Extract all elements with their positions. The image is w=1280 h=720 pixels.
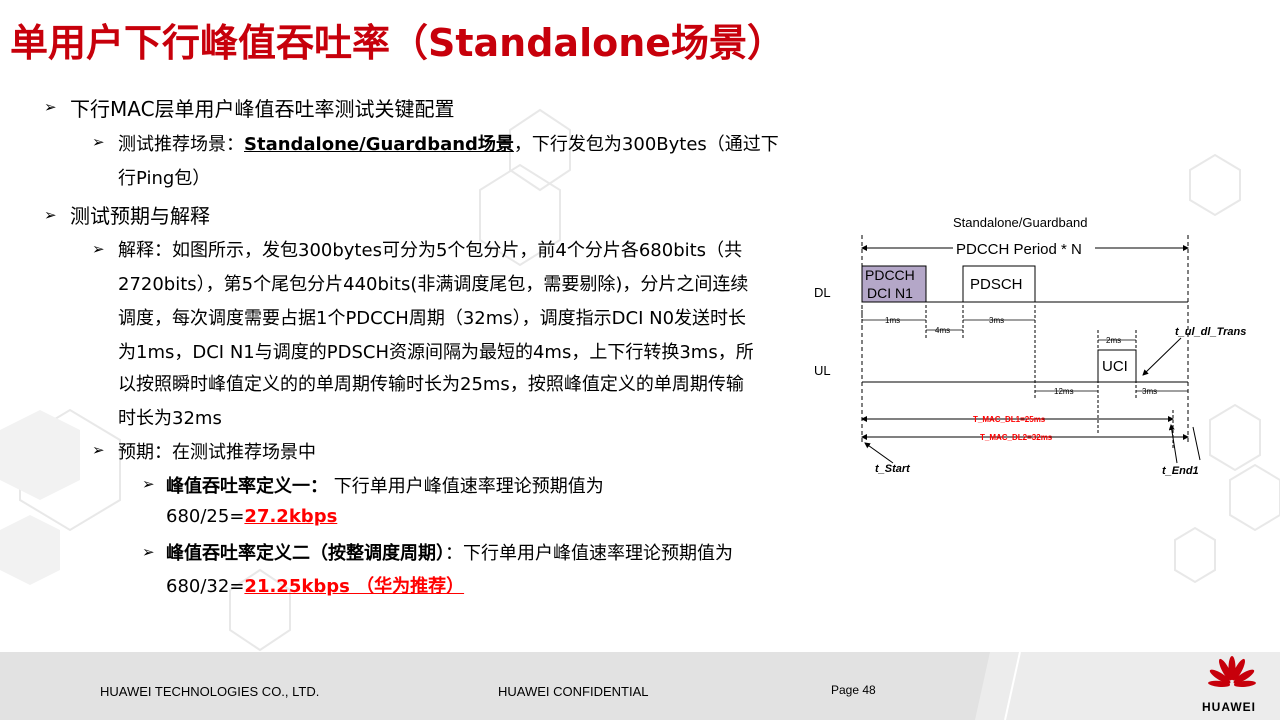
dur-12ms: 12ms [1054, 387, 1074, 396]
definition-1-result: 680/25=27.2kbps [166, 506, 337, 527]
bullet-expectation-heading: 测试预期与解释 [70, 204, 210, 228]
uci-block [1097, 349, 1137, 383]
bullet-arrow-icon: ➢ [92, 240, 105, 258]
diagram-header: Standalone/Guardband [953, 215, 1087, 230]
definition-2-result: 680/32=21.25kbps （华为推荐） [166, 572, 464, 598]
definition-2: 峰值吞吐率定义二（按整调度周期）：下行单用户峰值速率理论预期值为 [166, 539, 733, 565]
footer-page-number: Page 48 [831, 683, 876, 697]
bullet-arrow-icon: ➢ [142, 475, 155, 493]
definition-2-value: 21.25kbps （华为推荐） [244, 576, 465, 597]
explain-line-3: 调度，每次调度需要占据1个PDCCH周期（32ms），调度指示DCI N0发送时… [118, 308, 747, 329]
footer-confidential: HUAWEI CONFIDENTIAL [498, 684, 649, 699]
explain-line-4: 为1ms，DCI N1与调度的PDSCH资源间隔为最短的4ms，上下行转换3ms… [118, 342, 754, 363]
bullet-arrow-icon: ➢ [92, 441, 105, 459]
scenario-suffix: ，下行发包为300Bytes（通过下 [513, 134, 779, 155]
explain-line-1: 解释：如图所示，发包300bytes可分为5个包分片，前4个分片各680bits… [118, 240, 743, 261]
pdcch-block [861, 265, 927, 303]
bullet-arrow-icon: ➢ [142, 543, 155, 561]
timing-diagram: Standalone/Guardband PDCCH Period * N DL… [814, 215, 1246, 477]
dur-2ms: 2ms [1106, 336, 1121, 345]
definition-2-label: 峰值吞吐率定义二（按整调度周期） [166, 543, 445, 564]
definition-2-formula: 680/32= [166, 576, 245, 597]
definition-1-formula: 680/25= [166, 506, 245, 527]
definition-2-text: ：下行单用户峰值速率理论预期值为 [445, 543, 733, 564]
t-mac-dl1: T_MAC_DL1=25ms [973, 415, 1046, 424]
bullet-arrow-icon: ➢ [44, 98, 57, 116]
bullet-arrow-icon: ➢ [44, 206, 57, 224]
explain-line-2: 2720bits），第5个尾包分片440bits(非满调度尾包，需要剔除)，分片… [118, 274, 749, 295]
scenario-line: 测试推荐场景：Standalone/Guardband场景，下行发包为300By… [118, 130, 779, 156]
scenario-line-2: 行Ping包） [118, 168, 211, 189]
t-mac-dl2: T_MAC_DL2=32ms [980, 433, 1053, 442]
dur-3ms-dl: 3ms [989, 316, 1004, 325]
background-hexagons [0, 108, 1280, 652]
dur-4ms: 4ms [935, 326, 950, 335]
definition-1-value: 27.2kbps [244, 506, 338, 527]
dur-3ms-ul: 3ms [1142, 387, 1157, 396]
definition-1: 峰值吞吐率定义一： 下行单用户峰值速率理论预期值为 [166, 472, 604, 498]
explain-line-6: 时长为32ms [118, 408, 222, 429]
t-ul-dl-trans-label: t_ul_dl_Trans [1175, 326, 1246, 338]
footer-bar: HUAWEI TECHNOLOGIES CO., LTD. HUAWEI CON… [0, 652, 1280, 720]
pdcch-dci-label: DCI N1 [867, 285, 913, 301]
bullet-arrow-icon: ➢ [92, 133, 105, 151]
scenario-prefix: 测试推荐场景： [118, 134, 244, 155]
pdsch-block [962, 265, 1036, 303]
bullet-config-heading: 下行MAC层单用户峰值吞吐率测试关键配置 [70, 97, 455, 121]
ul-label: UL [814, 363, 831, 378]
footer-decoration [0, 652, 1021, 720]
t-end1-label: t_End1 [1162, 465, 1199, 477]
footer-company: HUAWEI TECHNOLOGIES CO., LTD. [100, 684, 320, 699]
expectation-line: 预期：在测试推荐场景中 [118, 442, 316, 463]
huawei-logo [1208, 656, 1256, 688]
huawei-logo-text: HUAWEI [1202, 700, 1256, 714]
period-label: PDCCH Period * N [956, 241, 1082, 258]
dur-1ms: 1ms [885, 316, 900, 325]
definition-1-text: 下行单用户峰值速率理论预期值为 [328, 476, 604, 497]
dl-label: DL [814, 285, 831, 300]
explain-line-5: 以按照瞬时峰值定义的的单周期传输时长为25ms，按照峰值定义的单周期传输 [118, 374, 744, 395]
uci-label: UCI [1102, 358, 1128, 375]
t-start-label: t_Start [875, 463, 911, 475]
pdcch-label: PDCCH [865, 267, 915, 283]
definition-1-label: 峰值吞吐率定义一： [166, 476, 328, 497]
scenario-value: Standalone/Guardband场景 [244, 134, 514, 155]
page-title: 单用户下行峰值吞吐率（Standalone场景） [10, 21, 786, 65]
pdsch-label: PDSCH [970, 276, 1023, 293]
